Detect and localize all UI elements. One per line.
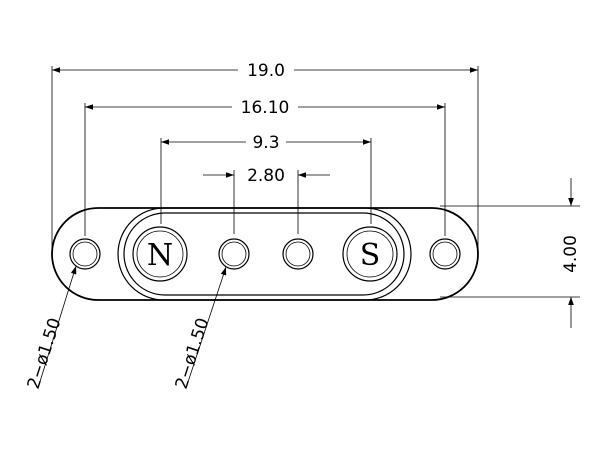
dim-overall-length-label: 19.0 [247,61,285,81]
dim-height: 4.00 [561,178,581,328]
dim-center-hole-spacing-label: 2.80 [247,166,285,186]
south-pole-magnet: S [342,226,398,282]
dim-center-hole-spacing: 2.80 [203,166,330,186]
extension-lines [51,66,580,298]
dim-mount-hole-spacing-label: 16.10 [241,98,290,118]
dim-pole-spacing: 9.3 [161,133,371,153]
south-pole-label: S [360,238,381,273]
part-outline [51,207,479,301]
outer-strip [51,207,479,301]
dim-mount-hole-spacing: 16.10 [85,98,445,118]
dim-height-label: 4.00 [561,235,581,273]
north-pole-magnet: N [132,226,188,282]
center-hole-callout: 2−ø1.50 [172,316,214,392]
mount-hole-right [429,238,461,270]
inner-magnet-face [123,212,405,296]
leader-mount-hole: 2−ø1.50 [24,265,77,392]
leader-center-hole: 2−ø1.50 [172,266,227,392]
dim-overall-length: 19.0 [52,61,478,81]
dim-pole-spacing-label: 9.3 [252,133,279,153]
mount-hole-left [69,238,101,270]
center-hole-right [282,238,314,270]
north-pole-label: N [147,238,173,273]
inner-magnet-body [117,207,412,301]
mount-hole-callout: 2−ø1.50 [24,316,66,392]
center-hole-left [218,238,250,270]
